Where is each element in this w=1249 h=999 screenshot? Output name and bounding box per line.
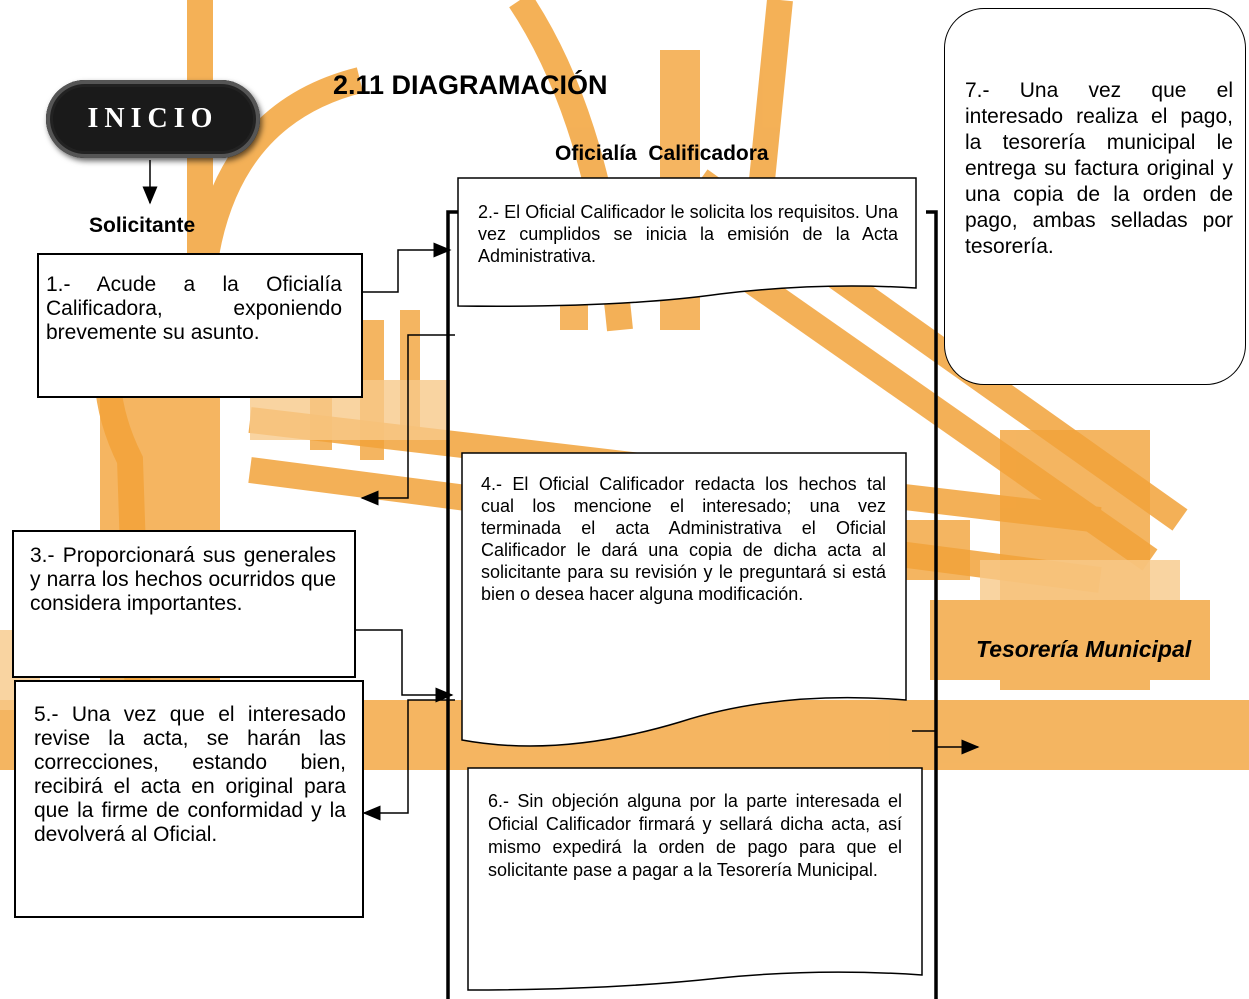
step-5-box <box>14 680 364 918</box>
start-label: INICIO <box>87 103 219 134</box>
lane-label-tesoreria: Tesorería Municipal <box>976 636 1192 662</box>
step-1-box <box>37 253 363 398</box>
step-2-text: 2.- El Oficial Calificador le solicita l… <box>478 202 898 266</box>
page-title: 2.11 DIAGRAMACIÓN <box>333 70 608 100</box>
step-7-text: 7.- Una vez que el interesado realiza el… <box>965 79 1233 258</box>
step-5-text: 5.- Una vez que el interesado revise la … <box>34 703 346 846</box>
lane-label-oficialia: Oficialía Calificadora <box>555 142 769 165</box>
step-6-text: 6.- Sin objeción alguna por la parte int… <box>488 791 902 880</box>
lane-label-solicitante: Solicitante <box>89 214 196 237</box>
step-3-box <box>12 530 356 678</box>
step-4-text: 4.- El Oficial Calificador redacta los h… <box>481 474 886 604</box>
step-7-box <box>944 8 1246 385</box>
step-1-text: 1.- Acude a la Oficialía Calificadora, e… <box>46 273 342 344</box>
start-terminator: INICIO <box>46 80 260 158</box>
step-3-text: 3.- Proporcionará sus generales y narra … <box>30 544 336 615</box>
